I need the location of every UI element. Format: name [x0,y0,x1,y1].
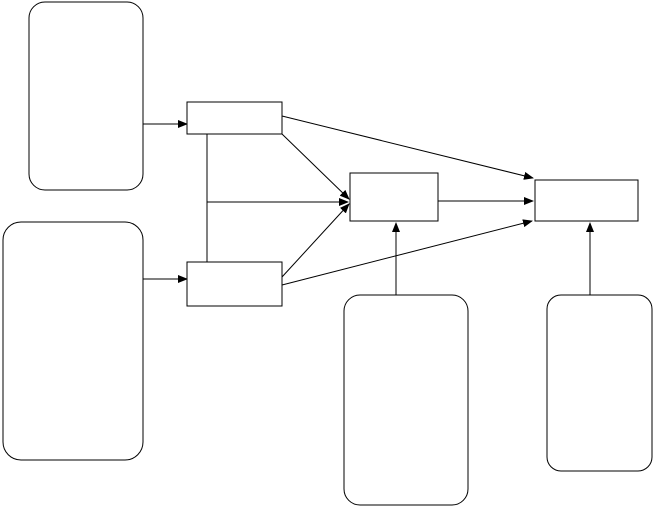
lower-middle-box-shape [186,261,283,307]
right-box [534,179,639,222]
bottom-left-rounded-box-shape [2,221,144,461]
upper-middle-box-shape [186,101,283,135]
edge-lower-middle-box-to-center-box [281,203,350,278]
top-left-rounded-box [28,1,144,191]
edge-lower-middle-box-to-right-box [281,219,533,286]
edge-layer [143,115,594,295]
right-box-shape [534,179,639,222]
bottom-right-rounded-box-shape [546,294,653,472]
bottom-center-rounded-box-shape [343,294,469,506]
lower-middle-box [186,261,283,307]
bottom-right-rounded-box [546,294,653,472]
center-box [349,172,439,222]
top-left-rounded-box-shape [28,1,144,191]
bottom-center-rounded-box [343,294,469,506]
center-box-shape [349,172,439,222]
edge-upper-middle-box-to-right-box [281,115,534,180]
bottom-left-rounded-box [2,221,144,461]
upper-middle-box [186,101,283,135]
diagonal-edge-upper-to-center [281,133,350,200]
